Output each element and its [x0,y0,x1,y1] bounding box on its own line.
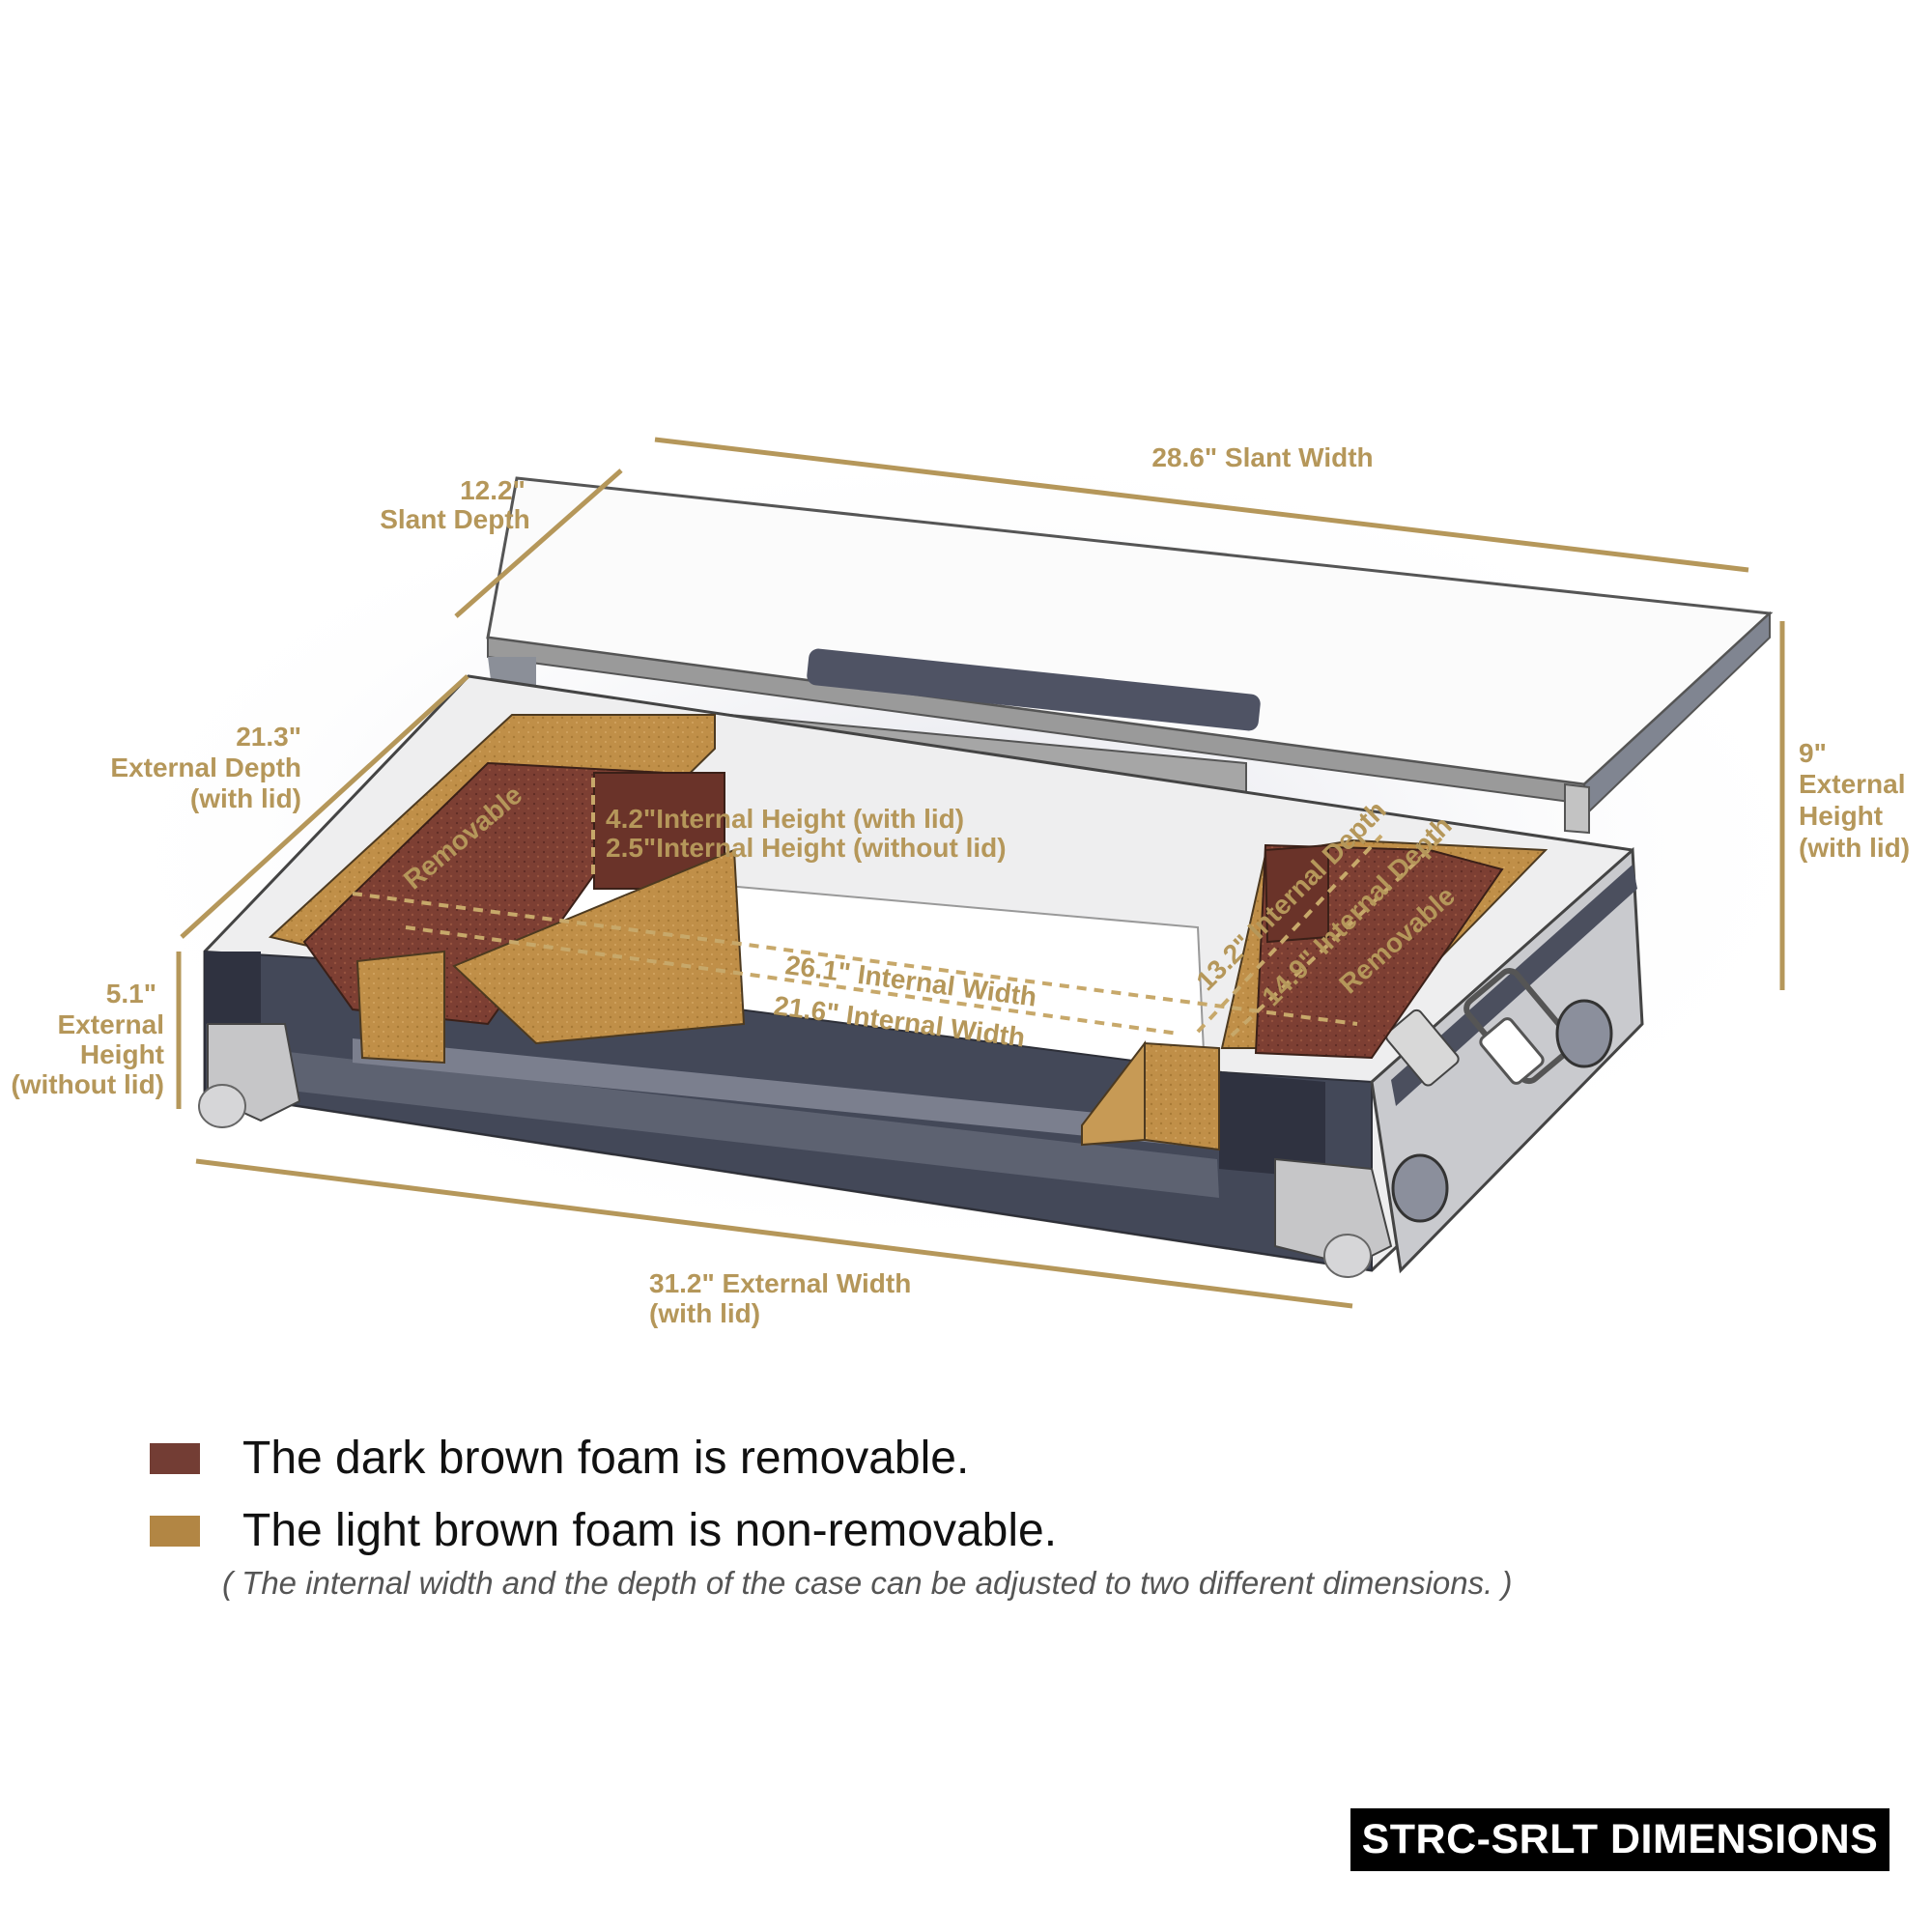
external-height-with-lid-line1: External [1799,769,1906,799]
internal-width-large-line [352,892,1358,1026]
external-width-note: (with lid) [649,1298,760,1328]
external-depth-value: 21.3" [236,722,301,752]
external-depth-note: (with lid) [190,783,301,813]
light-foam-swatch [150,1515,200,1547]
external-height-with-lid-line2: Height [1799,801,1883,831]
legend-label-removable: The dark brown foam is removable. [242,1433,970,1484]
internal-depth-large-line [1230,834,1446,1037]
external-height-without-lid-line3: (without lid) [11,1069,164,1099]
slant-width-label: 28.6" Slant Width [1151,442,1373,472]
left-foam-group [268,714,746,1065]
internal-width-small-line [405,925,1179,1036]
slant-depth-line [454,469,623,618]
slant-depth-value: 12.2" [460,475,526,505]
internal-height-with-lid-label: 4.2"Internal Height (with lid) [606,804,964,834]
legend-item-removable: The dark brown foam is removable. [150,1432,969,1485]
legend-item-non-removable: The light brown foam is non-removable. [150,1504,1057,1557]
right-foam-group [1081,838,1548,1151]
dimension-lines [176,437,1785,1309]
external-height-without-lid-line1: External [58,1009,165,1039]
external-height-without-lid-line2: Height [80,1039,164,1069]
internal-height-without-lid-label: 2.5"Internal Height (without lid) [606,833,1007,863]
external-height-without-lid-value: 5.1" [106,979,156,1009]
legend-label-non-removable: The light brown foam is non-removable. [242,1505,1058,1556]
dark-foam-swatch [150,1442,200,1474]
external-width-line [195,1158,1353,1309]
external-depth-line [180,674,469,939]
lid-handle [807,648,1261,731]
external-width-label: 31.2" External Width [649,1268,911,1298]
external-height-with-lid-line3: (with lid) [1799,833,1910,863]
case-lid [486,476,1774,835]
adjustment-note: ( The internal width and the depth of th… [222,1565,1513,1601]
external-depth-label: External Depth [110,753,301,782]
model-badge: STRC-SRLT DIMENSIONS [1350,1808,1889,1871]
external-height-with-lid-value: 9" [1799,738,1827,768]
internal-dimension-lines [352,778,1446,1037]
slant-depth-label: Slant Depth [380,504,530,534]
slant-width-line [654,437,1749,573]
